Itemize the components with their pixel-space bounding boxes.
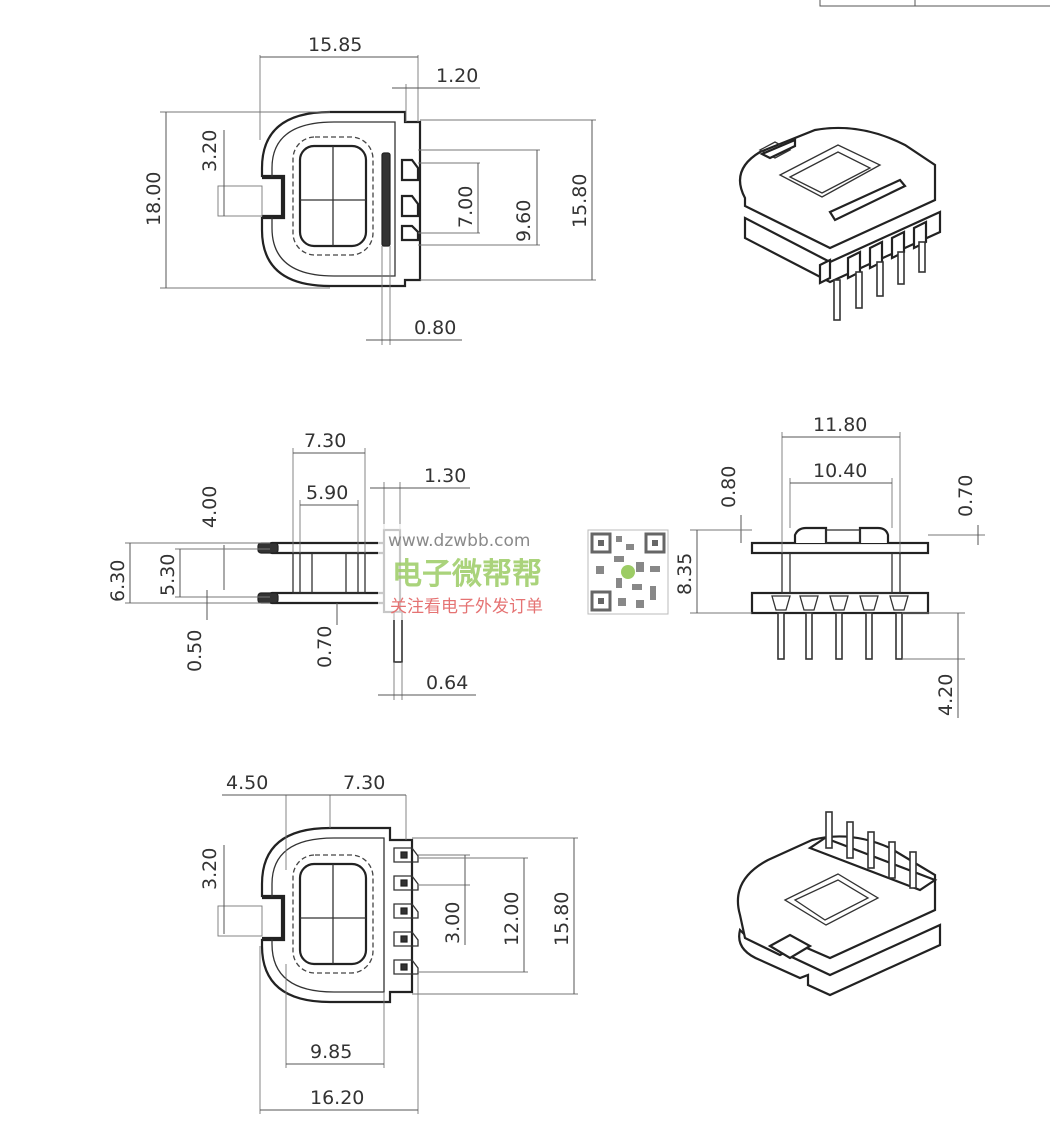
dim-front-0-70: 0.70 (955, 475, 977, 517)
front-view: 11.80 10.40 0.80 0.70 8.35 4.20 (674, 414, 985, 718)
watermark-subtitle: 关注看电子外发订单 (390, 597, 543, 617)
dim-front-11-80: 11.80 (813, 414, 867, 436)
dim-side-7-30: 7.30 (304, 430, 346, 452)
dim-side-0-64: 0.64 (426, 672, 468, 694)
dim-bottom-9-85: 9.85 (310, 1041, 352, 1063)
dim-bottom-3-00: 3.00 (442, 902, 464, 944)
watermark-title: 电子微帮帮 (392, 557, 542, 592)
watermark-url: www.dzwbb.com (388, 531, 530, 551)
dim-front-8-35: 8.35 (674, 553, 696, 595)
dim-bottom-7-30: 7.30 (343, 772, 385, 794)
bottom-view: 4.50 7.30 3.20 3.00 12.00 15.80 9.85 16.… (199, 772, 578, 1114)
dim-front-10-40: 10.40 (813, 460, 867, 482)
qr-code-icon (587, 529, 669, 615)
dim-side-0-50: 0.50 (184, 630, 206, 672)
dim-side-4-00: 4.00 (199, 486, 221, 528)
dim-height-total: 18.00 (143, 172, 165, 226)
dim-1-20: 1.20 (436, 65, 478, 87)
front-pins (771, 595, 909, 660)
dim-side-5-30: 5.30 (157, 554, 179, 596)
dim-height-right: 15.80 (569, 174, 591, 228)
dim-9-60: 9.60 (513, 200, 535, 242)
title-block-corner (819, 0, 1050, 7)
dim-side-0-70: 0.70 (314, 626, 336, 668)
dim-front-4-20: 4.20 (935, 674, 957, 716)
dim-side-5-90: 5.90 (306, 482, 348, 504)
dim-0-80: 0.80 (414, 317, 456, 339)
isometric-view-top (738, 126, 942, 321)
dim-7-00: 7.00 (455, 186, 477, 228)
dim-side-6-30: 6.30 (107, 560, 129, 602)
top-view: 15.85 1.20 18.00 3.20 7.00 9.60 15.80 0.… (143, 34, 596, 345)
dim-side-1-30: 1.30 (424, 465, 466, 487)
isometric-view-bottom (736, 811, 942, 997)
dim-front-0-80: 0.80 (718, 466, 740, 508)
watermark: www.dzwbb.com 电子微帮帮 关注看电子外发订单 (378, 524, 674, 620)
dim-slot-3-20: 3.20 (199, 130, 221, 172)
bottom-pin-pads (393, 847, 419, 975)
dim-bottom-15-80: 15.80 (551, 892, 573, 946)
dim-bottom-4-50: 4.50 (226, 772, 268, 794)
dim-bottom-16-20: 16.20 (310, 1087, 364, 1109)
dim-bottom-3-20: 3.20 (199, 848, 221, 890)
iso-bottom-pins (825, 811, 917, 889)
dim-width-total: 15.85 (308, 34, 362, 56)
dim-bottom-12-00: 12.00 (501, 892, 523, 946)
iso-top-pins (818, 220, 928, 321)
